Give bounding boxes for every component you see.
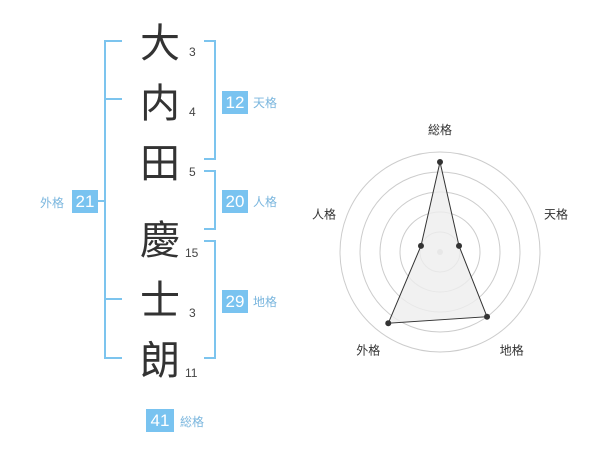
stroke-count-3: 5: [189, 165, 196, 179]
soukaku-value-badge: 41: [146, 409, 174, 432]
gaikaku-value-badge: 21: [72, 190, 98, 213]
chikaku-value-badge: 29: [222, 290, 248, 313]
radar-axis-label-2: 天格: [544, 206, 568, 221]
stroke-count-2: 4: [189, 105, 196, 119]
radar-axis-label-4: 外格: [356, 343, 380, 358]
soukaku-label: 総格: [180, 415, 205, 429]
jinkaku-value-badge: 20: [222, 190, 248, 213]
radar-axis-label-1: 総格: [428, 122, 452, 137]
radar-point-1: [437, 159, 443, 165]
stroke-count-6: 11: [185, 366, 198, 380]
tenkaku-value-badge: 12: [222, 91, 248, 114]
name-char-4: 慶: [140, 218, 180, 264]
radar-point-3: [484, 313, 491, 320]
name-char-6: 朗: [140, 338, 180, 384]
radar-point-4: [385, 320, 392, 327]
jinkaku-label: 人格: [253, 195, 278, 209]
tenkaku-label: 天格: [253, 96, 278, 110]
radar-point-2: [456, 242, 463, 249]
stroke-count-5: 3: [189, 306, 196, 320]
stroke-count-4: 15: [185, 246, 199, 260]
stroke-count-1: 3: [189, 45, 196, 59]
chikaku-label: 地格: [253, 295, 278, 309]
radar-ring: [339, 151, 541, 353]
name-char-2: 内: [140, 81, 180, 127]
name-char-3: 田: [140, 141, 180, 187]
radar-axis-label-5: 人格: [312, 206, 336, 221]
radar-series-shape: [387, 161, 488, 324]
name-char-1: 大: [140, 21, 180, 67]
radar-axis-label-3: 地格: [500, 343, 524, 358]
gaikaku-label: 外格: [40, 196, 65, 210]
radar-point-5: [417, 242, 424, 249]
name-char-5: 士: [140, 278, 180, 324]
